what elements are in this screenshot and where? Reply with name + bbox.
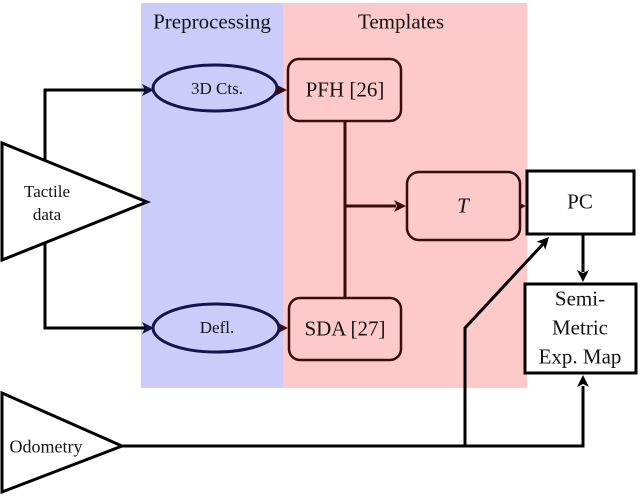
node-defl [151,302,281,354]
tactile-data-label: Tactile data [24,180,70,226]
odometry-to-map-line [122,386,585,448]
node-3d-cts [151,63,279,113]
t-label: T [457,193,469,218]
arrowhead-into-pc-bottom [536,237,549,250]
navy-arrowheads [142,84,154,334]
odometry-to-pc-line [463,242,545,446]
odometry-label: Odometry [9,436,83,457]
node-pfh [286,57,403,123]
arrowhead-into-3d-cts [142,84,154,96]
odometry-input-triangle [0,390,126,495]
defl-label: Defl. [199,318,235,337]
semi-metric-map-label-line2: Metric [552,315,608,340]
arrowhead-into-defl [142,322,154,334]
pfh-label: PFH [26] [305,77,385,102]
black-arrowheads [536,237,589,387]
semi-metric-map-label: Semi- Metric Exp. Map [539,285,622,372]
semi-metric-map-label-line1: Semi- [554,286,606,311]
node-t [405,170,522,242]
tactile-data-label-line1: Tactile [23,182,71,201]
node-semi-metric-map [523,282,638,375]
node-sda [287,296,403,362]
arrowhead-into-t [394,200,406,212]
semi-metric-map-label-line3: Exp. Map [538,344,622,369]
sda-label: SDA [27] [304,316,386,341]
node-pc [525,169,636,236]
preprocessing-region-label: Preprocessing [153,9,271,34]
pc-label: PC [567,189,593,214]
tactile-data-label-line2: data [32,205,62,224]
tactile-data-input-triangle [0,140,152,263]
templates-region-label: Templates [358,9,444,34]
3d-cts-label: 3D Cts. [191,79,243,98]
arrowhead-pc-to-map [577,270,589,282]
arrowhead-odometry-to-map [577,375,589,387]
